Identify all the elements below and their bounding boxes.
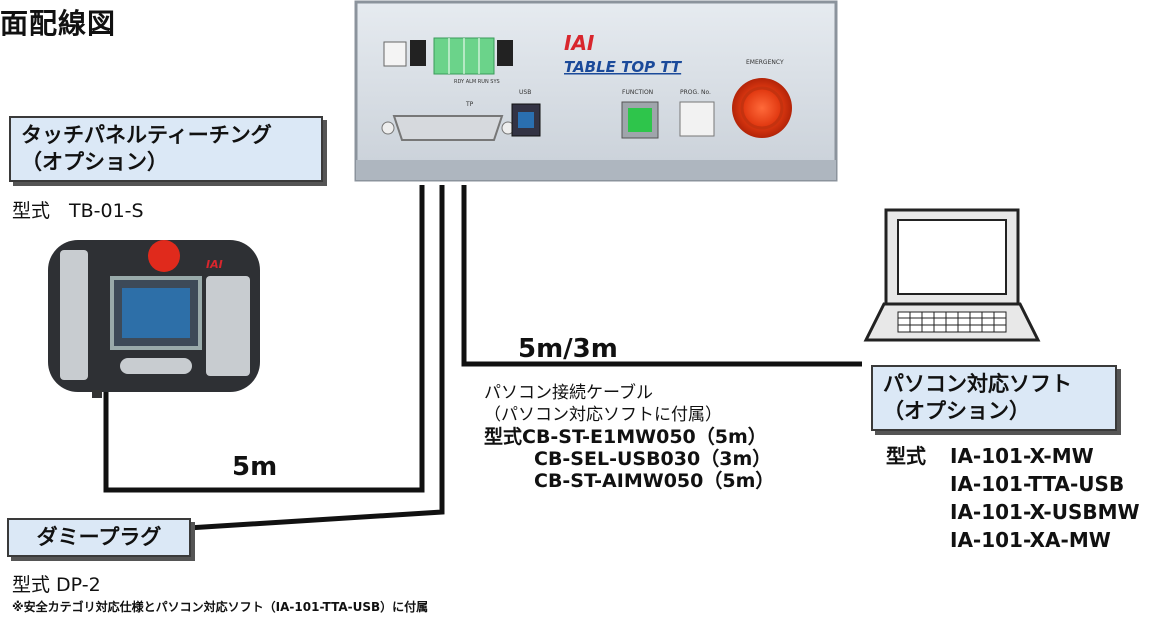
pendant-brand: IAI: [206, 258, 223, 271]
software-model-item: IA-101-X-USBMW: [950, 500, 1140, 524]
teaching-pendant-label: タッチパネルティーチング （オプション）: [9, 116, 323, 182]
controller-product-name: TABLE TOP TT: [564, 58, 683, 76]
software-model-prefix: 型式: [886, 444, 926, 468]
software-label-line2: （オプション）: [883, 399, 1030, 423]
software-model-item: IA-101-X-MW: [950, 444, 1094, 468]
pc-cable-model-line2: CB-SEL-USB030（3m）: [534, 448, 772, 470]
software-model-item: IA-101-XA-MW: [950, 528, 1111, 552]
software-label: パソコン対応ソフト （オプション）: [871, 365, 1117, 431]
status-leds-label: RDY ALM RUN SYS: [454, 79, 500, 85]
software-models: 型式 IA-101-X-MW IA-101-TTA-USB IA-101-X-U…: [886, 442, 1140, 554]
page-title: 面配線図: [0, 7, 117, 40]
laptop-icon: [863, 208, 1041, 342]
pc-cable-line: [461, 185, 862, 367]
pc-cable-model-line3: CB-ST-AIMW050（5m）: [534, 470, 775, 492]
software-label-line1: パソコン対応ソフト: [883, 372, 1072, 396]
pc-cable-model-line1: 型式CB-ST-E1MW050（5m）: [484, 426, 767, 448]
teaching-pendant-image: IAI: [48, 240, 260, 398]
controller-panel: RDY ALM RUN SYS TP USB IAI TABLE TOP TT …: [354, 0, 838, 182]
tp-port-label: TP: [465, 101, 474, 108]
usb-port-label: USB: [519, 89, 531, 96]
pc-cable-desc-line2: （パソコン対応ソフトに付属）: [484, 405, 722, 425]
tp-cable-line: [103, 185, 425, 493]
controller-brand: IAI: [564, 31, 595, 55]
dummy-plug-line: [187, 185, 445, 531]
dummy-plug-model: 型式 DP-2: [12, 574, 101, 596]
pc-cable-desc-line1: パソコン接続ケーブル: [484, 383, 653, 403]
dummy-plug-label: ダミープラグ: [7, 518, 191, 557]
emergency-label: EMERGENCY: [746, 59, 784, 66]
dummy-plug-note: ※安全カテゴリ対応仕様とパソコン対応ソフト（IA-101-TTA-USB）に付属: [12, 600, 429, 614]
prog-no-label: PROG. No.: [680, 89, 711, 96]
pc-cable-info: パソコン接続ケーブル （パソコン対応ソフトに付属） 型式CB-ST-E1MW05…: [484, 382, 774, 492]
teaching-model: 型式 TB-01-S: [12, 200, 144, 222]
teaching-label-line1: タッチパネルティーチング: [21, 123, 272, 147]
pc-cable-length: 5m/3m: [518, 334, 618, 364]
teaching-label-line2: （オプション）: [21, 150, 168, 174]
software-model-item: IA-101-TTA-USB: [950, 472, 1125, 496]
tp-cable-length: 5m: [232, 452, 278, 482]
function-label: FUNCTION: [622, 89, 653, 96]
